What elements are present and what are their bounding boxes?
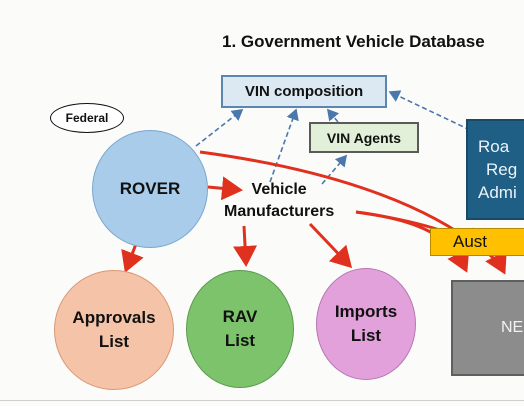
- rav-line-2: List: [224, 331, 256, 350]
- ne-box: NE: [451, 280, 524, 376]
- vin-composition-box: VIN composition: [221, 75, 387, 108]
- imports-list-node: Imports List: [316, 268, 416, 380]
- dashed-arrow-agents-to-vin: [326, 108, 340, 123]
- dashed-arrow-road-to-vin: [388, 90, 471, 131]
- rover-node: ROVER: [92, 130, 208, 248]
- vm-line-1: Vehicle: [251, 181, 307, 198]
- dashed-arrow-manufacturers-to-vin: [269, 108, 299, 183]
- road-line-2: Reg: [486, 160, 518, 179]
- road-line-1: Roa: [478, 137, 510, 156]
- arrow-rover-to-approvals: [121, 243, 144, 273]
- road-line-3: Admi: [478, 183, 517, 202]
- rav-line-1: RAV: [222, 307, 258, 326]
- diagram-title: 1. Government Vehicle Database: [222, 32, 485, 51]
- imports-line-2: List: [350, 326, 382, 345]
- arrow-manufacturers-to-imports: [308, 222, 353, 269]
- vin-agents-box: VIN Agents: [309, 122, 419, 153]
- imports-line-1: Imports: [334, 302, 398, 321]
- dashed-arrow-rover-to-vin: [195, 109, 244, 147]
- bottom-divider: [0, 400, 524, 401]
- arrow-manufacturers-to-rav: [233, 225, 258, 267]
- approvals-line-1: Approvals: [72, 308, 156, 327]
- dashed-arrow-manufacturers-to-agents: [321, 154, 348, 185]
- vehicle-manufacturers-label: Vehicle Manufacturers: [224, 179, 334, 223]
- rav-list-node: RAV List: [186, 270, 294, 388]
- road-regulator-box: Roa Reg Admi: [466, 119, 524, 220]
- arrow-rover-to-manufacturers: [207, 176, 243, 201]
- vm-line-2: Manufacturers: [224, 203, 335, 220]
- approvals-line-2: List: [98, 332, 130, 351]
- aust-box: Aust: [430, 228, 524, 256]
- approvals-list-node: Approvals List: [54, 270, 174, 390]
- federal-label: Federal: [50, 103, 124, 133]
